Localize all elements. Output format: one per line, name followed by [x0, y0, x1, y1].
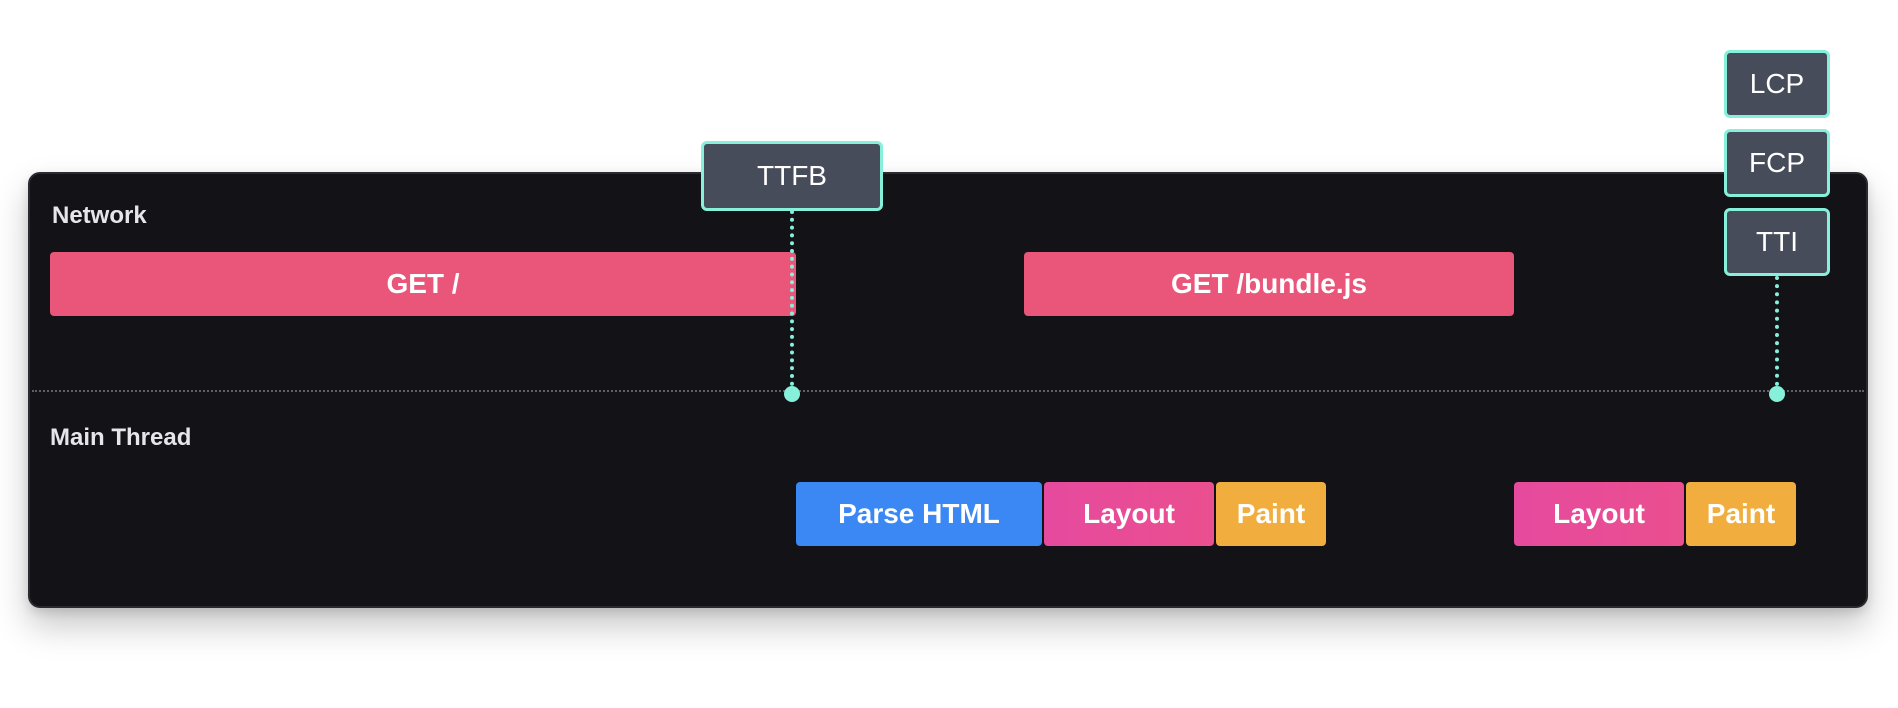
ttfb-marker-dot: [784, 386, 800, 402]
task-layout: Layout: [1514, 482, 1684, 546]
task-layout: Layout: [1044, 482, 1214, 546]
task-paint: Paint: [1686, 482, 1796, 546]
fcp-marker: FCP: [1724, 129, 1830, 197]
task-paint: Paint: [1216, 482, 1326, 546]
network-request-get-bundle: GET /bundle.js: [1024, 252, 1514, 316]
network-request-label: GET /bundle.js: [1170, 268, 1367, 299]
tti-marker-label: TTI: [1756, 226, 1798, 257]
ttfb-marker-label: TTFB: [757, 160, 827, 191]
task-parse-html: Parse HTML: [796, 482, 1042, 546]
lcp-marker: LCP: [1724, 50, 1830, 118]
tti-marker-dot: [1769, 386, 1785, 402]
task-label: Paint: [1706, 498, 1776, 529]
network-lane-label: Network: [52, 202, 147, 229]
task-label: Paint: [1236, 498, 1306, 529]
ttfb-marker-line: [790, 210, 794, 386]
network-request-label: GET /: [386, 268, 460, 299]
tti-marker: TTI: [1724, 208, 1830, 276]
ttfb-marker: TTFB: [701, 141, 883, 211]
task-label: Layout: [1083, 498, 1175, 529]
fcp-marker-label: FCP: [1749, 147, 1805, 178]
lane-divider: [32, 390, 1864, 392]
lcp-marker-label: LCP: [1749, 68, 1805, 99]
task-label: Layout: [1553, 498, 1645, 529]
main-thread-lane-label: Main Thread: [50, 424, 192, 451]
tti-marker-line: [1775, 276, 1779, 386]
task-label: Parse HTML: [838, 498, 1000, 529]
network-request-get-root: GET /: [50, 252, 796, 316]
